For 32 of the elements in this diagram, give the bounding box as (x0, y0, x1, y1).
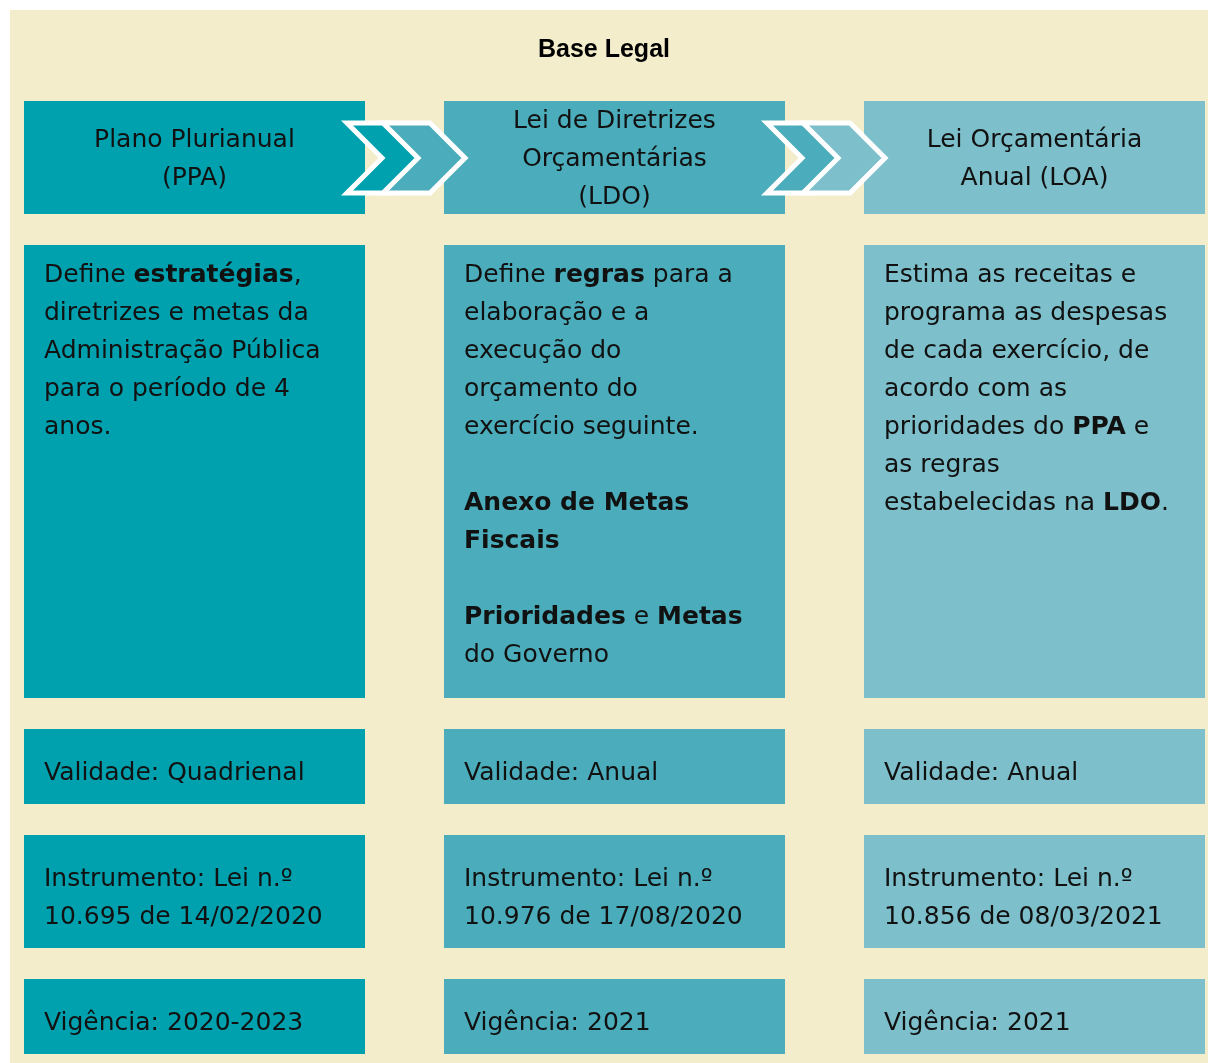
box-text: Define regras para a elaboração e a execução do orçamento do exercício seguinte. (464, 258, 734, 442)
validity-box (444, 729, 785, 804)
box-text: Estima as receitas e programa as despesas de cada exercício, de acordo com as prioridades do PPA e as regras estabelecidas na LDO. (884, 258, 1170, 518)
validity-box (24, 729, 365, 804)
period-box (444, 979, 785, 1054)
box-text: Instrumento: Lei n.º 10.976 de 17/08/2020 (464, 861, 744, 932)
period-box (864, 979, 1205, 1054)
box-text: Define estratégias, diretrizes e metas da Administração Pública para o período de 4 anos. (44, 258, 322, 442)
chevron-arrow (760, 120, 889, 196)
instrument-box (444, 835, 785, 948)
box-text: Validade: Quadrienal (44, 755, 305, 788)
box-text: Anexo de Metas Fiscais (464, 486, 691, 556)
period-box (24, 979, 365, 1054)
box-text: Instrumento: Lei n.º 10.695 de 14/02/2020 (44, 861, 324, 932)
description-box (444, 245, 785, 698)
instrument-box (864, 835, 1205, 948)
diagram-title: Base Legal (537, 34, 671, 63)
box-text: Vigência: 2021 (884, 1005, 1071, 1038)
box-title: Lei Orçamentária Anual (LOA) (925, 122, 1144, 193)
box-title: Lei de Diretrizes Orçamentárias (LDO) (512, 103, 717, 212)
chevron-arrow (340, 120, 469, 196)
box-text: Prioridades e Metas do Governo (464, 600, 744, 670)
box-text: Instrumento: Lei n.º 10.856 de 08/03/2021 (884, 861, 1164, 932)
box-text: Validade: Anual (884, 755, 1079, 788)
instrument-box (24, 835, 365, 948)
validity-box (864, 729, 1205, 804)
box-text: Validade: Anual (464, 755, 659, 788)
description-box (864, 245, 1205, 698)
box-title: Plano Plurianual (PPA) (93, 122, 296, 193)
description-box (24, 245, 365, 698)
box-text: Vigência: 2021 (464, 1005, 651, 1038)
box-text: Vigência: 2020-2023 (44, 1005, 304, 1038)
